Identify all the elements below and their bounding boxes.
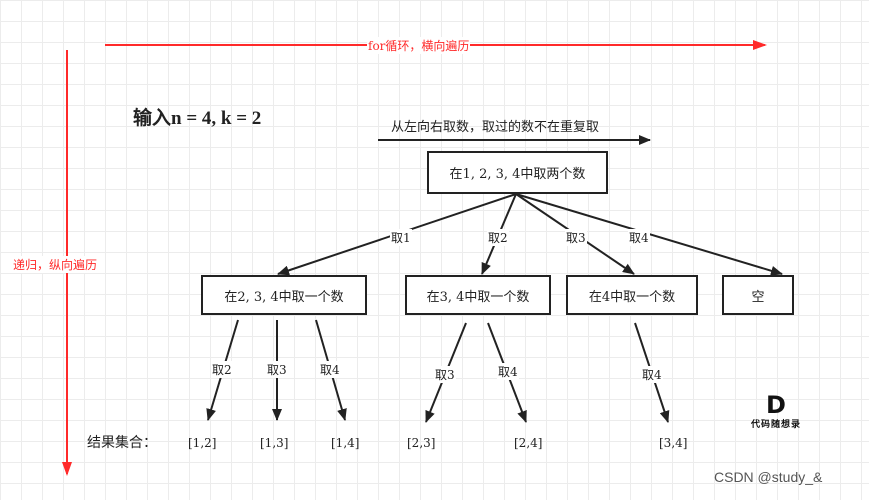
result-item: [1,2] bbox=[188, 436, 217, 450]
edge-label-1-2: 取2 bbox=[211, 361, 233, 378]
edge-label-1-4: 取4 bbox=[319, 361, 341, 378]
input-title: 输入n = 4, k = 2 bbox=[133, 108, 262, 129]
edge-label-2-4: 取4 bbox=[497, 363, 519, 380]
logo-mark: D bbox=[766, 391, 786, 419]
vertical-axis-label: 递归，纵向遍历 bbox=[12, 256, 99, 273]
edge-label-take-4: 取4 bbox=[628, 229, 650, 246]
root-node: 在1, 2, 3, 4中取两个数 bbox=[427, 151, 608, 194]
node-from-3-4: 在3, 4中取一个数 bbox=[405, 275, 551, 315]
horizontal-axis-label: for循环，横向遍历 bbox=[367, 37, 471, 54]
direction-note: 从左向右取数，取过的数不在重复取 bbox=[391, 120, 600, 135]
edge-label-1-3: 取3 bbox=[266, 361, 288, 378]
node-from-2-3-4: 在2, 3, 4中取一个数 bbox=[201, 275, 367, 315]
result-item: [1,4] bbox=[331, 436, 360, 450]
node-empty: 空 bbox=[722, 275, 794, 315]
logo: D 代码随想录 bbox=[738, 393, 814, 430]
logo-text: 代码随想录 bbox=[750, 420, 801, 430]
node-from-4: 在4中取一个数 bbox=[566, 275, 698, 315]
edge-label-take-1: 取1 bbox=[390, 229, 412, 246]
result-item: [2,3] bbox=[407, 436, 436, 450]
watermark: CSDN @study_& bbox=[714, 469, 823, 485]
edge-label-take-3: 取3 bbox=[565, 229, 587, 246]
edge-label-take-2: 取2 bbox=[487, 229, 509, 246]
result-item: [2,4] bbox=[514, 436, 543, 450]
edge-label-2-3: 取3 bbox=[434, 366, 456, 383]
edge-label-3-4: 取4 bbox=[641, 366, 663, 383]
result-set-label: 结果集合： bbox=[87, 435, 157, 451]
result-item: [1,3] bbox=[260, 436, 289, 450]
result-item: [3,4] bbox=[659, 436, 688, 450]
